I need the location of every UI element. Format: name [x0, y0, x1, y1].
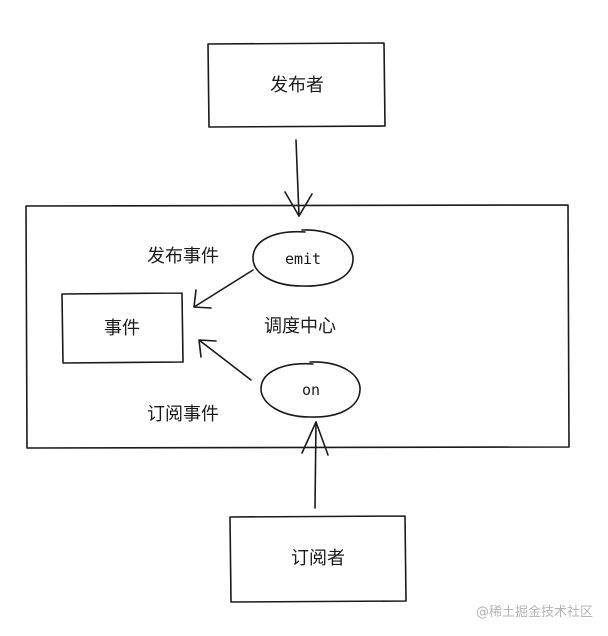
dispatch-center-box [25, 204, 570, 449]
watermark-text: @稀土掘金技术社区 [476, 604, 593, 620]
subscribe-event-arrow [198, 339, 252, 381]
dispatch-center-label: 调度中心 [264, 316, 336, 337]
subscriber-node: 订阅者 [229, 515, 407, 603]
event-node: 事件 [61, 292, 184, 364]
subscribe-event-edge: 订阅事件 [147, 339, 252, 425]
publish-arrow [284, 139, 313, 217]
emit-ellipse [252, 229, 354, 287]
event-label: 事件 [104, 318, 140, 339]
publish-event-label: 发布事件 [147, 246, 219, 267]
event-box [61, 292, 184, 364]
publisher-box [207, 42, 386, 128]
publisher-label: 发布者 [270, 75, 324, 96]
publisher-node: 发布者 [207, 42, 386, 128]
subscriber-box [229, 515, 407, 603]
subscribe-arrow [301, 421, 329, 509]
emit-node: emit [252, 229, 354, 287]
on-ellipse [260, 361, 361, 418]
emit-label: emit [285, 250, 321, 268]
dispatch-center-node: 调度中心 [25, 204, 570, 449]
publish-event-arrow [193, 269, 254, 309]
on-label: on [302, 381, 320, 399]
on-node: on [260, 361, 361, 418]
subscriber-label: 订阅者 [291, 548, 345, 569]
publish-event-edge: 发布事件 [147, 246, 254, 309]
subscribe-event-label: 订阅事件 [147, 404, 219, 425]
